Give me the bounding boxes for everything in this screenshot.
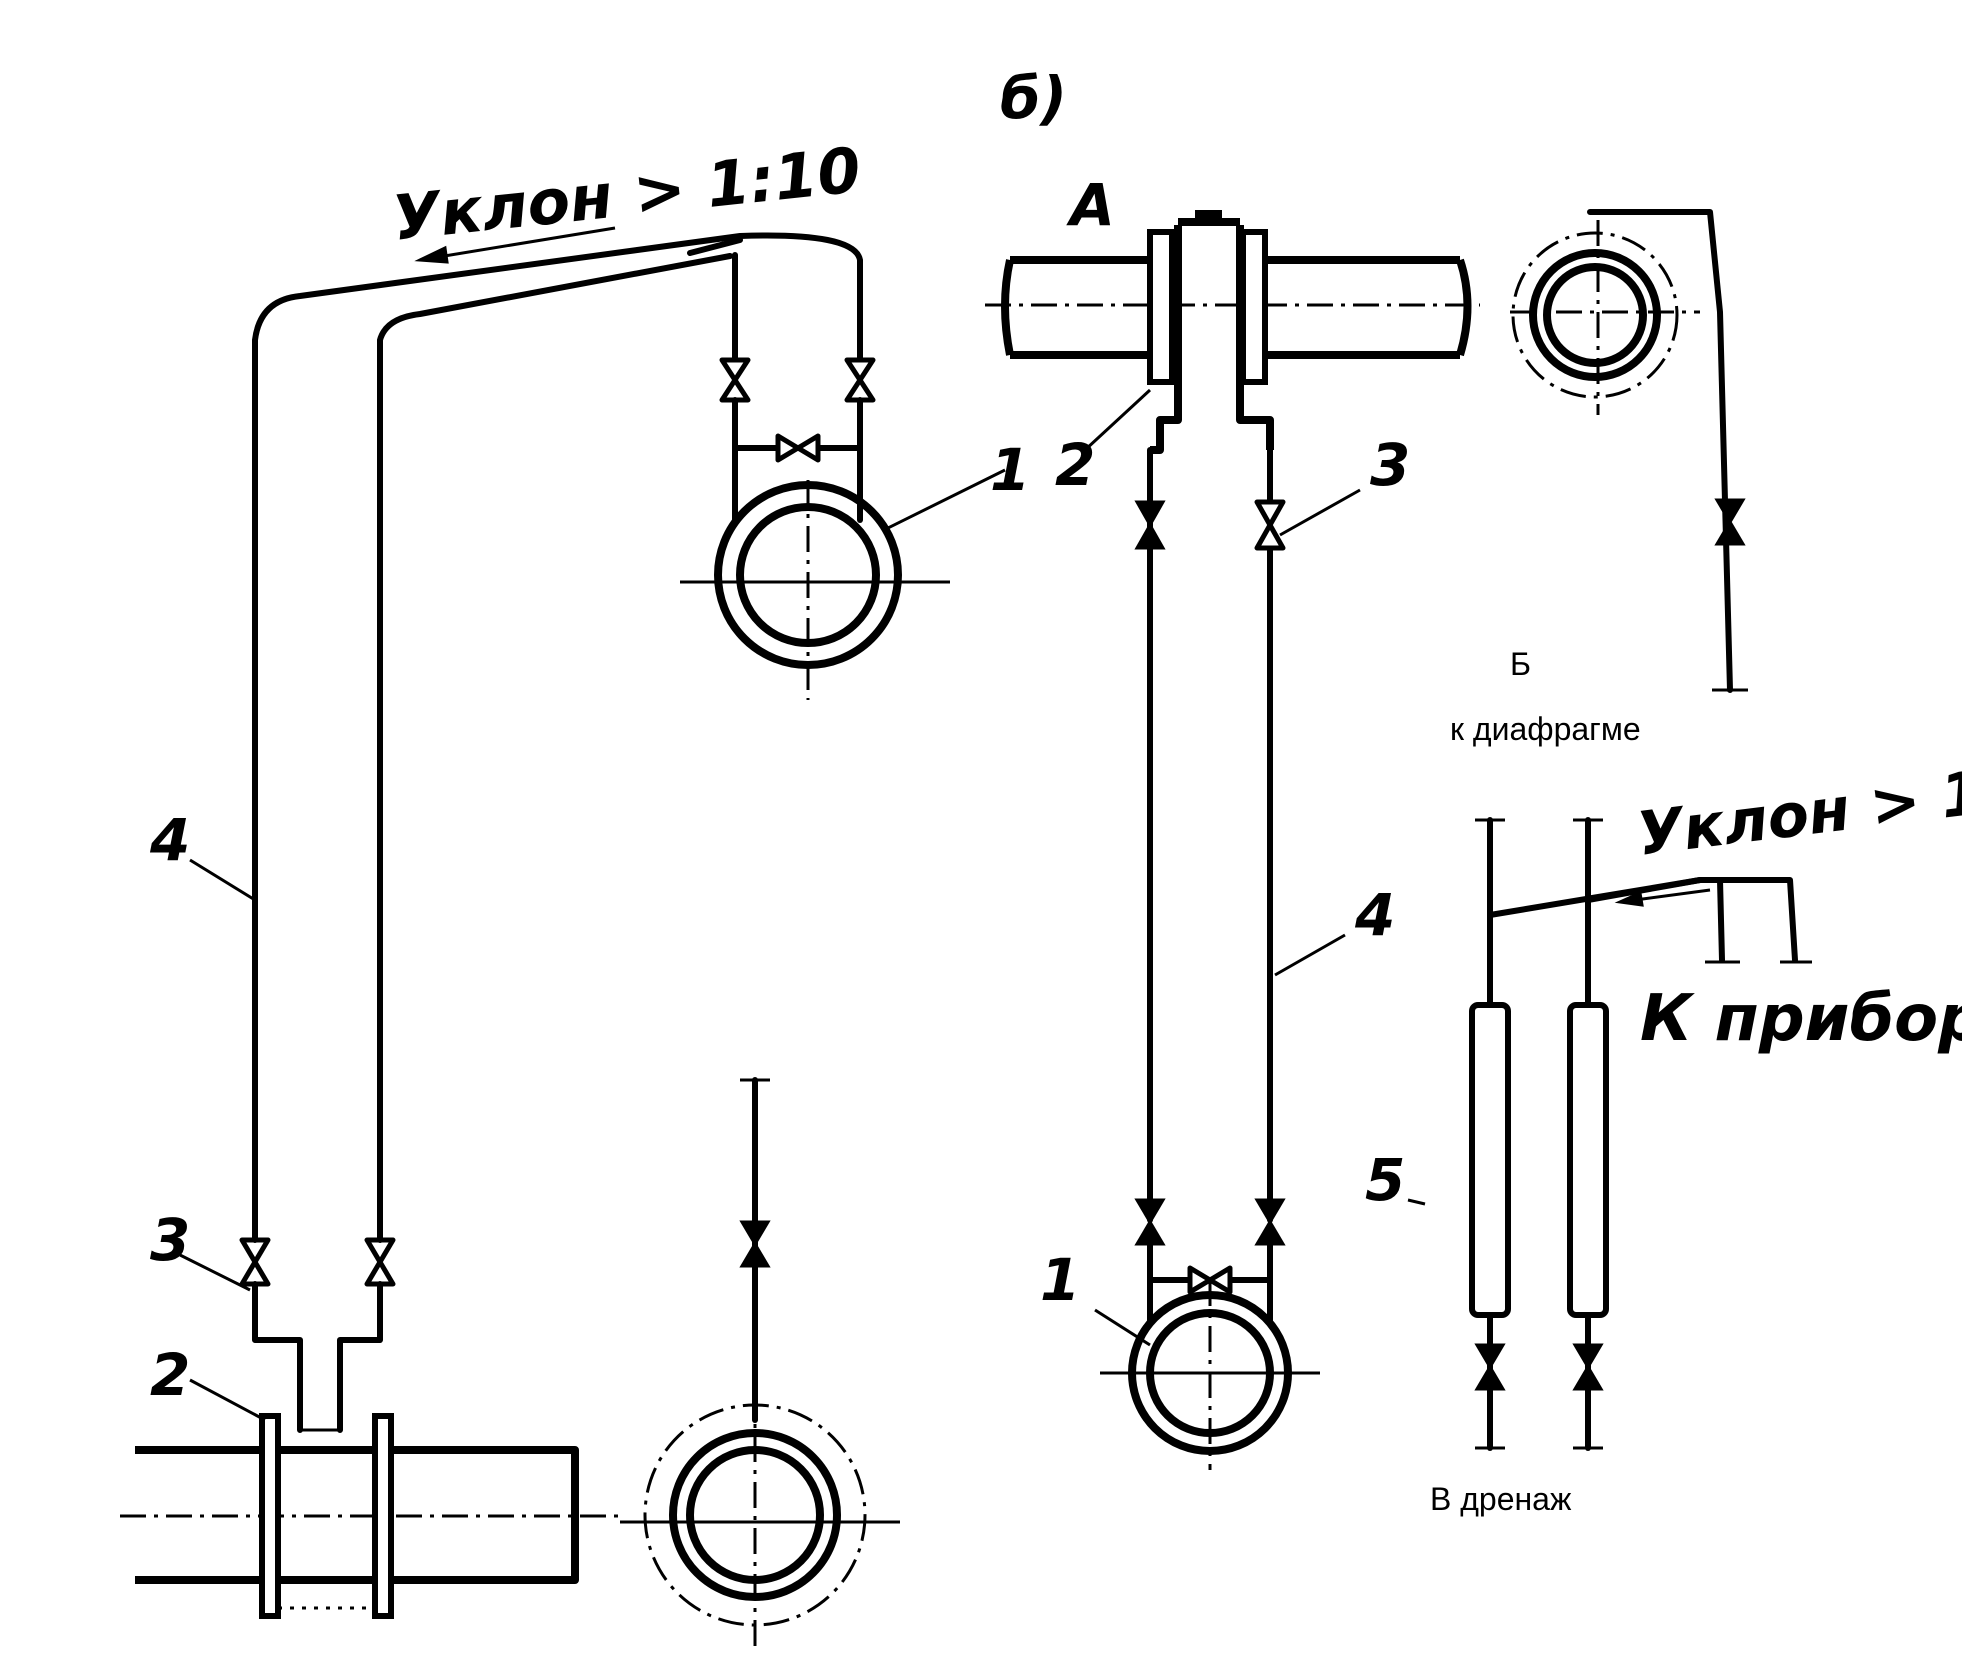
equalizing-valve-icon (775, 433, 821, 463)
differential-manometer (1100, 1280, 1320, 1470)
callout-4-left: 4 (149, 806, 190, 874)
drain-valve-icon (1572, 1343, 1604, 1391)
shutoff-valve-icon (364, 1237, 396, 1287)
drain-valve-icon (1474, 1343, 1506, 1391)
callout-4-mid: 4 (1354, 881, 1395, 949)
callout-3-mid: 3 (1370, 431, 1410, 499)
shutoff-valve-icon (1254, 499, 1286, 551)
slope-label-right: Уклон > 1:1 (1633, 750, 1962, 870)
middle-scheme (985, 210, 1480, 1470)
right-top-section (1510, 209, 1748, 693)
condensation-vessels (1469, 817, 1812, 1451)
shutoff-valve-icon (1134, 1198, 1166, 1246)
shutoff-valve-icon (719, 357, 751, 403)
callout-5: 5 (1365, 1146, 1405, 1214)
left-scheme (120, 226, 1006, 1650)
equalizing-valve-icon (1187, 1265, 1233, 1295)
shutoff-valve-icon (1714, 498, 1746, 546)
callout-2-mid: 2 (1055, 431, 1095, 499)
shutoff-valve-icon (239, 1237, 271, 1287)
to-device-label: К прибору (1640, 982, 1962, 1056)
shutoff-valve-icon (1134, 500, 1166, 550)
condensation-vessel (1567, 1002, 1609, 1318)
pipe-section (620, 1077, 900, 1650)
differential-manometer (680, 480, 950, 700)
view-b-label: Б (1510, 646, 1531, 682)
shutoff-valve-icon (1254, 1198, 1286, 1246)
to-drain-label: В дренаж (1430, 1481, 1572, 1517)
main-pipeline (120, 1413, 620, 1619)
to-diaphragm-label: к диафрагме (1450, 711, 1641, 747)
shutoff-valve-icon (739, 1220, 771, 1268)
callout-1-left: 1 (990, 436, 1030, 504)
view-a-label: А (1066, 171, 1115, 239)
variant-label: б) (1000, 64, 1067, 132)
callout-1-mid: 1 (1040, 1246, 1080, 1314)
callout-2-left: 2 (150, 1341, 190, 1409)
callout-3-left: 3 (150, 1206, 190, 1274)
condensation-vessel (1469, 1002, 1511, 1318)
shutoff-valve-icon (844, 357, 876, 403)
